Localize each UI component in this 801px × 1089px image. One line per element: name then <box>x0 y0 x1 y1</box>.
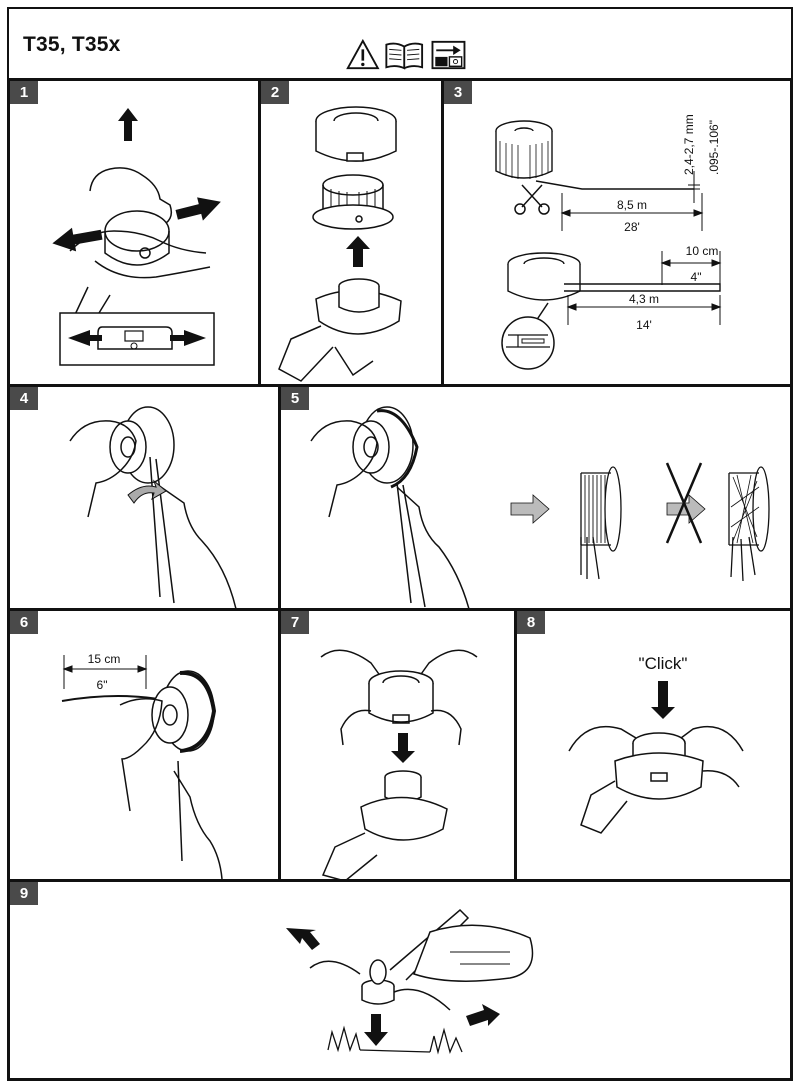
correct-arrow-icon <box>510 494 550 524</box>
step-panel-1: 1 <box>8 79 260 386</box>
line-half-dimension <box>566 295 722 325</box>
inset-box <box>59 312 215 366</box>
step-6-illustration: 15 cm 6" <box>61 652 223 879</box>
spool-with-line <box>507 252 721 301</box>
step-number: 4 <box>10 387 38 410</box>
step-panel-6: 6 15 cm 6" <box>8 609 280 881</box>
spool <box>312 174 394 230</box>
arrow-up-icon <box>346 236 370 267</box>
step-4-illustration <box>69 406 237 608</box>
arrow-down-icon <box>391 733 415 763</box>
step-panel-7: 7 <box>279 609 516 881</box>
step-5-illustration <box>310 406 770 608</box>
free-end-cm-label: 15 cm <box>88 652 121 666</box>
diameter-dimension <box>688 171 700 203</box>
instruction-sheet: T35, T35x 1 <box>7 7 793 1081</box>
step-9-illustration <box>286 908 534 1055</box>
line-end-dimension <box>660 251 722 285</box>
page-title: T35, T35x <box>23 33 121 56</box>
warning-triangle-icon <box>346 39 380 70</box>
step-8-illustration: "Click" <box>568 654 744 834</box>
press-arrow-right <box>175 197 221 221</box>
step-number: 3 <box>444 81 472 104</box>
cross-out-icon <box>665 462 703 544</box>
arrow-down-icon <box>651 681 675 719</box>
arrow-right-icon <box>466 1004 500 1026</box>
line-end-inch-label: 4" <box>691 270 702 284</box>
open-manual-icon <box>385 42 424 70</box>
hand-holding-spool <box>69 406 237 608</box>
step-number: 2 <box>261 81 289 104</box>
step-7-illustration <box>320 649 478 879</box>
diameter-mm-label: 2,4-2,7 mm <box>682 114 696 175</box>
line-end-cm-label: 10 cm <box>686 244 719 258</box>
step-2-illustration <box>278 106 402 382</box>
step-panel-9: 9 <box>8 880 792 1080</box>
header-icons <box>346 39 466 70</box>
line-half-m-label: 4,3 m <box>629 292 659 306</box>
step-panel-8: 8 "Click" <box>515 609 792 881</box>
press-arrow-left <box>52 227 103 252</box>
free-end-dimension <box>62 655 148 689</box>
free-end-inch-label: 6" <box>97 678 108 692</box>
hand-winding-spool <box>310 406 470 608</box>
hands-with-spool <box>320 649 478 746</box>
grass-icon <box>327 1025 463 1055</box>
step-number: 7 <box>281 611 309 634</box>
step-number: 8 <box>517 611 545 634</box>
header: T35, T35x <box>9 9 791 80</box>
hands-pressing-head <box>568 725 744 834</box>
step-3-illustration: 2,4-2,7 mm .095-.106" 8,5 m 28' 10 cm <box>495 114 722 370</box>
step-number: 9 <box>10 882 38 905</box>
trimmer-in-use <box>309 908 534 1011</box>
line-reel <box>495 120 694 190</box>
scissors-icon <box>514 184 550 215</box>
trimmer-head-base <box>278 278 402 382</box>
click-label: "Click" <box>639 654 688 673</box>
step-panel-2: 2 <box>259 79 443 386</box>
hand-holding-full-spool <box>61 670 223 879</box>
arrow-up-icon <box>118 108 138 141</box>
length-m-label: 8,5 m <box>617 198 647 212</box>
step-panel-3: 3 2,4-2,7 mm .095-.106" <box>442 79 792 386</box>
diameter-inch-label: .095-.106" <box>707 120 721 175</box>
incorrect-wound-spool <box>728 466 770 582</box>
see-page-icon <box>431 40 466 70</box>
zoom-detail-circle <box>501 302 555 370</box>
correct-wound-spool <box>580 466 622 580</box>
arrow-up-left-icon <box>286 928 320 950</box>
trimmer-head-base <box>321 770 448 879</box>
hands-on-spool <box>69 167 211 333</box>
arrow-down-icon <box>364 1014 388 1046</box>
step-number: 6 <box>10 611 38 634</box>
line-half-ft-label: 14' <box>636 318 652 332</box>
step-1-illustration <box>52 108 221 366</box>
rotate-arrow-icon <box>127 479 167 504</box>
step-number: 5 <box>281 387 309 410</box>
step-number: 1 <box>10 81 38 104</box>
step-panel-4: 4 <box>8 385 280 610</box>
step-panel-5: 5 <box>279 385 792 610</box>
spool-cover <box>315 106 397 162</box>
length-ft-label: 28' <box>624 220 640 234</box>
length-dimension <box>560 193 704 231</box>
